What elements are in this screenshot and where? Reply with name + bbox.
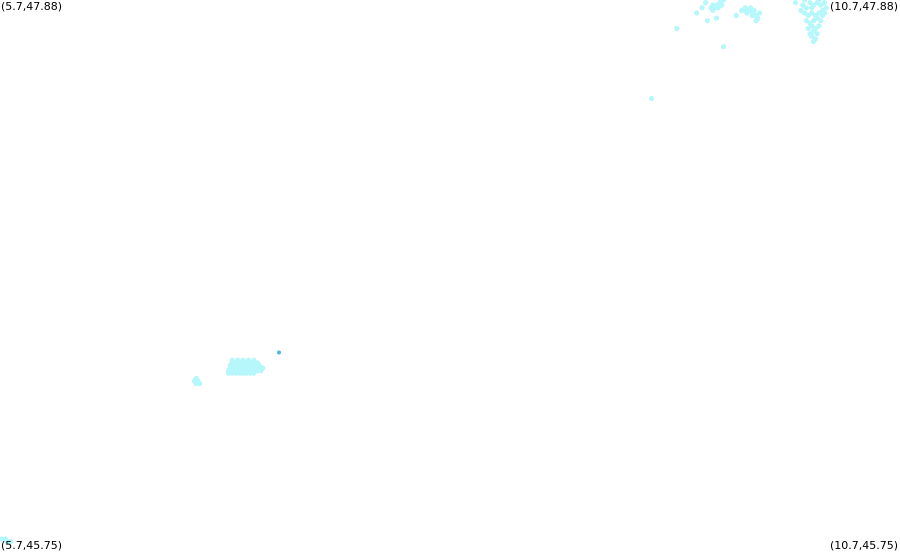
map-point [805,12,811,19]
map-point [816,0,822,3]
map-point [816,23,822,29]
map-point [715,5,721,11]
map-point [260,365,266,371]
map-point [814,31,820,37]
corner-label-bottom-left: (5.7,45.75) [1,539,63,552]
map-point [805,25,811,32]
map-point [823,5,829,11]
map-point [751,7,757,13]
map-point [251,357,257,363]
map-point [193,375,199,381]
corner-label-bottom-right: (10.7,45.75) [829,539,898,552]
northeast-cluster [674,0,763,50]
map-point [277,350,281,355]
corner-label-top-left: (5.7,47.88) [1,0,63,13]
map-point [733,12,739,19]
map-point [818,2,824,8]
map-point [811,28,817,34]
map-point [8,539,14,545]
map-point [254,360,260,366]
map-point [710,2,716,8]
map-point [649,95,655,102]
map-point [757,10,763,16]
map-point [197,380,203,387]
map-point [674,25,680,32]
map-point [240,357,246,363]
isolated-point [649,95,655,102]
west-cluster [0,357,266,545]
map-point [699,5,705,11]
map-point [748,5,754,11]
map-point [803,18,810,24]
map-point [749,12,756,19]
map-point [229,357,235,363]
map-point [809,33,815,39]
map-point [821,10,828,16]
map-point [809,5,815,11]
map-point [798,7,804,13]
map-point [713,15,720,21]
map-point [802,0,808,3]
map-point [809,23,815,29]
west-highlight [277,350,281,355]
map-point [704,18,711,24]
map-point [245,357,251,363]
map-point [719,2,725,8]
corner-label-top-right: (10.7,47.88) [829,0,898,13]
map-point [807,0,813,6]
map-point [721,44,727,50]
northeast-column [793,0,829,45]
map-point [811,38,817,45]
map-point [721,0,727,3]
map-point [821,0,828,6]
map-point [703,0,709,6]
map-point [814,15,820,21]
map-point [694,10,700,16]
map-point [235,357,241,363]
map-point [803,5,810,11]
map-point [739,7,745,13]
map-point [811,18,817,24]
map-point [742,5,748,11]
map-point [818,18,824,24]
map-point [753,18,759,24]
map-point [793,0,799,6]
map-point [800,2,806,8]
